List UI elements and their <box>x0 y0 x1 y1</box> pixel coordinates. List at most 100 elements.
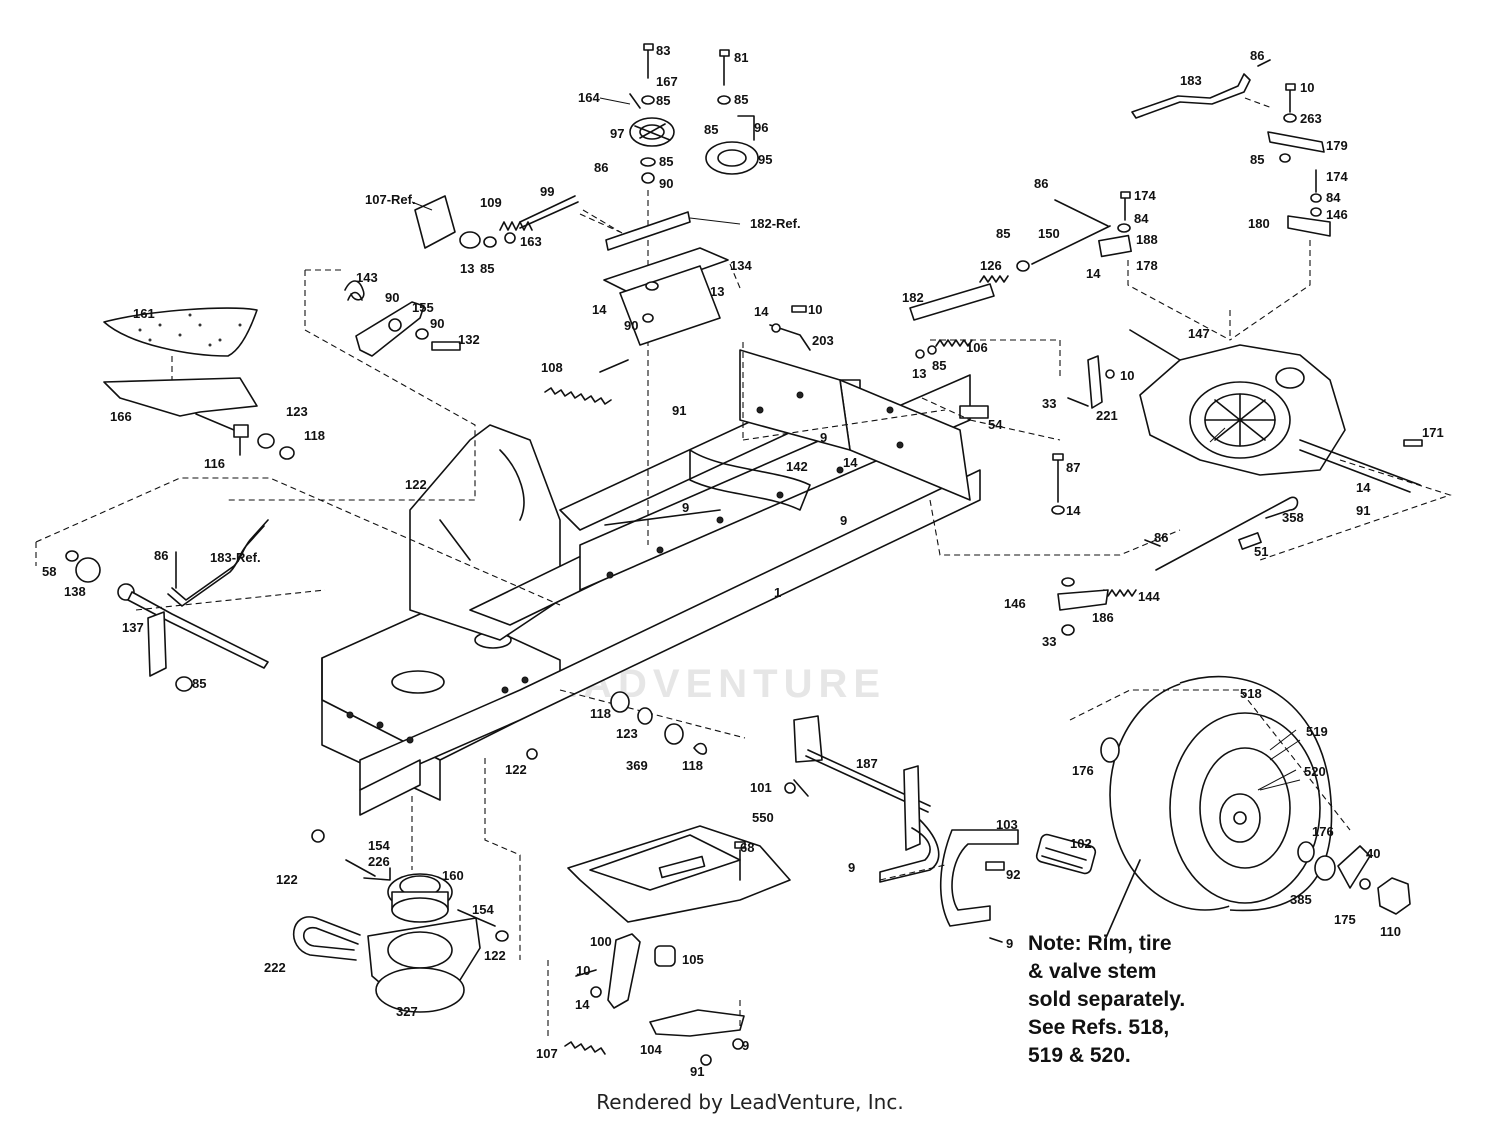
part-label: 83 <box>656 43 670 58</box>
part-label: 176 <box>1312 824 1334 839</box>
part-label: 163 <box>520 234 542 249</box>
part-label: 9 <box>848 860 855 875</box>
part-label: 85 <box>704 122 718 137</box>
part-label: 10 <box>1120 368 1134 383</box>
pto-clutch-160 <box>311 829 509 1013</box>
leader-lines <box>411 97 1297 791</box>
part-label: 91 <box>1356 503 1370 518</box>
brake-spring-108 <box>544 359 629 405</box>
part-label: 10 <box>808 302 822 317</box>
part-label: 13 <box>460 261 474 276</box>
part-label: 179 <box>1326 138 1348 153</box>
part-label: 178 <box>1136 258 1158 273</box>
part-label: 187 <box>856 756 878 771</box>
part-label: 518 <box>1240 686 1262 701</box>
note-line: 519 & 520. <box>1028 1044 1131 1067</box>
control-cable-358 <box>929 496 1299 636</box>
part-label: 180 <box>1248 216 1270 231</box>
part-label: 183 <box>1180 73 1202 88</box>
part-label: 188 <box>1136 232 1158 247</box>
part-label: 95 <box>758 152 772 167</box>
part-label: 51 <box>1254 544 1268 559</box>
part-label: 150 <box>1038 226 1060 241</box>
part-label: 84 <box>1134 211 1149 226</box>
part-label: 171 <box>1422 425 1444 440</box>
part-label: 550 <box>752 810 774 825</box>
note-line: See Refs. 518, <box>1028 1016 1169 1039</box>
part-label: 385 <box>1290 892 1312 907</box>
part-label: 100 <box>590 934 612 949</box>
part-label: 97 <box>610 126 624 141</box>
part-label: 10 <box>576 963 590 978</box>
part-label: 519 <box>1306 724 1328 739</box>
part-label: 10 <box>1300 80 1314 95</box>
part-label: 142 <box>786 459 808 474</box>
part-label: 154 <box>472 902 494 917</box>
part-label: 85 <box>932 358 946 373</box>
part-label: 105 <box>682 952 704 967</box>
part-labels: 83 167 164 85 97 85 90 81 85 85 96 95 86… <box>42 43 1444 1079</box>
part-label: 107 <box>536 1046 558 1061</box>
part-label: 155 <box>412 300 434 315</box>
part-label: 90 <box>430 316 444 331</box>
part-label: 33 <box>1042 634 1056 649</box>
seat-pad <box>103 307 258 384</box>
center-washers <box>526 691 708 760</box>
part-label: 91 <box>690 1064 704 1079</box>
part-label: 13 <box>710 284 724 299</box>
part-label: 222 <box>264 960 286 975</box>
part-label: 14 <box>1066 503 1081 518</box>
part-label: 166 <box>110 409 132 424</box>
control-bracket-179 <box>1229 83 1331 341</box>
part-label: 109 <box>480 195 502 210</box>
part-label: 123 <box>286 404 308 419</box>
part-label: 160 <box>442 868 464 883</box>
bracket-203 <box>769 305 811 351</box>
part-label: 118 <box>304 428 325 443</box>
part-label: 138 <box>64 584 86 599</box>
part-label: 85 <box>656 93 670 108</box>
part-label: 86 <box>1250 48 1264 63</box>
part-label: 154 <box>368 838 390 853</box>
left-axle-assembly <box>35 477 561 692</box>
part-label: 161 <box>133 306 155 321</box>
front-axle-187 <box>559 689 946 883</box>
part-label: 118 <box>682 758 703 773</box>
part-label: 14 <box>754 304 769 319</box>
wheel-tire-518 <box>1069 675 1351 941</box>
footer-credit: Rendered by LeadVenture, Inc. <box>596 1090 904 1114</box>
part-label: 68 <box>740 840 754 855</box>
part-label: 174 <box>1134 188 1156 203</box>
part-label: 14 <box>843 455 858 470</box>
part-label: 118 <box>590 706 611 721</box>
brake-pedal-assembly <box>939 829 1097 943</box>
part-label: 167 <box>656 74 678 89</box>
part-label: 96 <box>754 120 768 135</box>
part-label: 102 <box>1070 836 1092 851</box>
part-label: 9 <box>820 430 827 445</box>
part-label: 86 <box>1034 176 1048 191</box>
idler-bracket <box>579 211 741 346</box>
part-label: 58 <box>42 564 56 579</box>
part-label: 175 <box>1334 912 1356 927</box>
part-label: 369 <box>626 758 648 773</box>
part-label: 107-Ref. <box>365 192 416 207</box>
part-label: 9 <box>682 500 689 515</box>
part-label: 186 <box>1092 610 1114 625</box>
part-label: 221 <box>1096 408 1118 423</box>
note-line: & valve stem <box>1028 960 1156 983</box>
shift-rod-183 <box>1131 59 1271 119</box>
part-label: 203 <box>812 333 834 348</box>
part-label: 176 <box>1072 763 1094 778</box>
part-label: 122 <box>505 762 527 777</box>
part-label: 143 <box>356 270 378 285</box>
part-label: 40 <box>1366 846 1380 861</box>
part-label: 86 <box>594 160 608 175</box>
part-label: 90 <box>659 176 673 191</box>
note-line: Note: Rim, tire <box>1028 932 1172 955</box>
wheel-note: Note: Rim, tire & valve stem sold separa… <box>1028 932 1185 1067</box>
main-frame <box>321 349 981 816</box>
part-label: 86 <box>154 548 168 563</box>
part-label: 85 <box>480 261 494 276</box>
